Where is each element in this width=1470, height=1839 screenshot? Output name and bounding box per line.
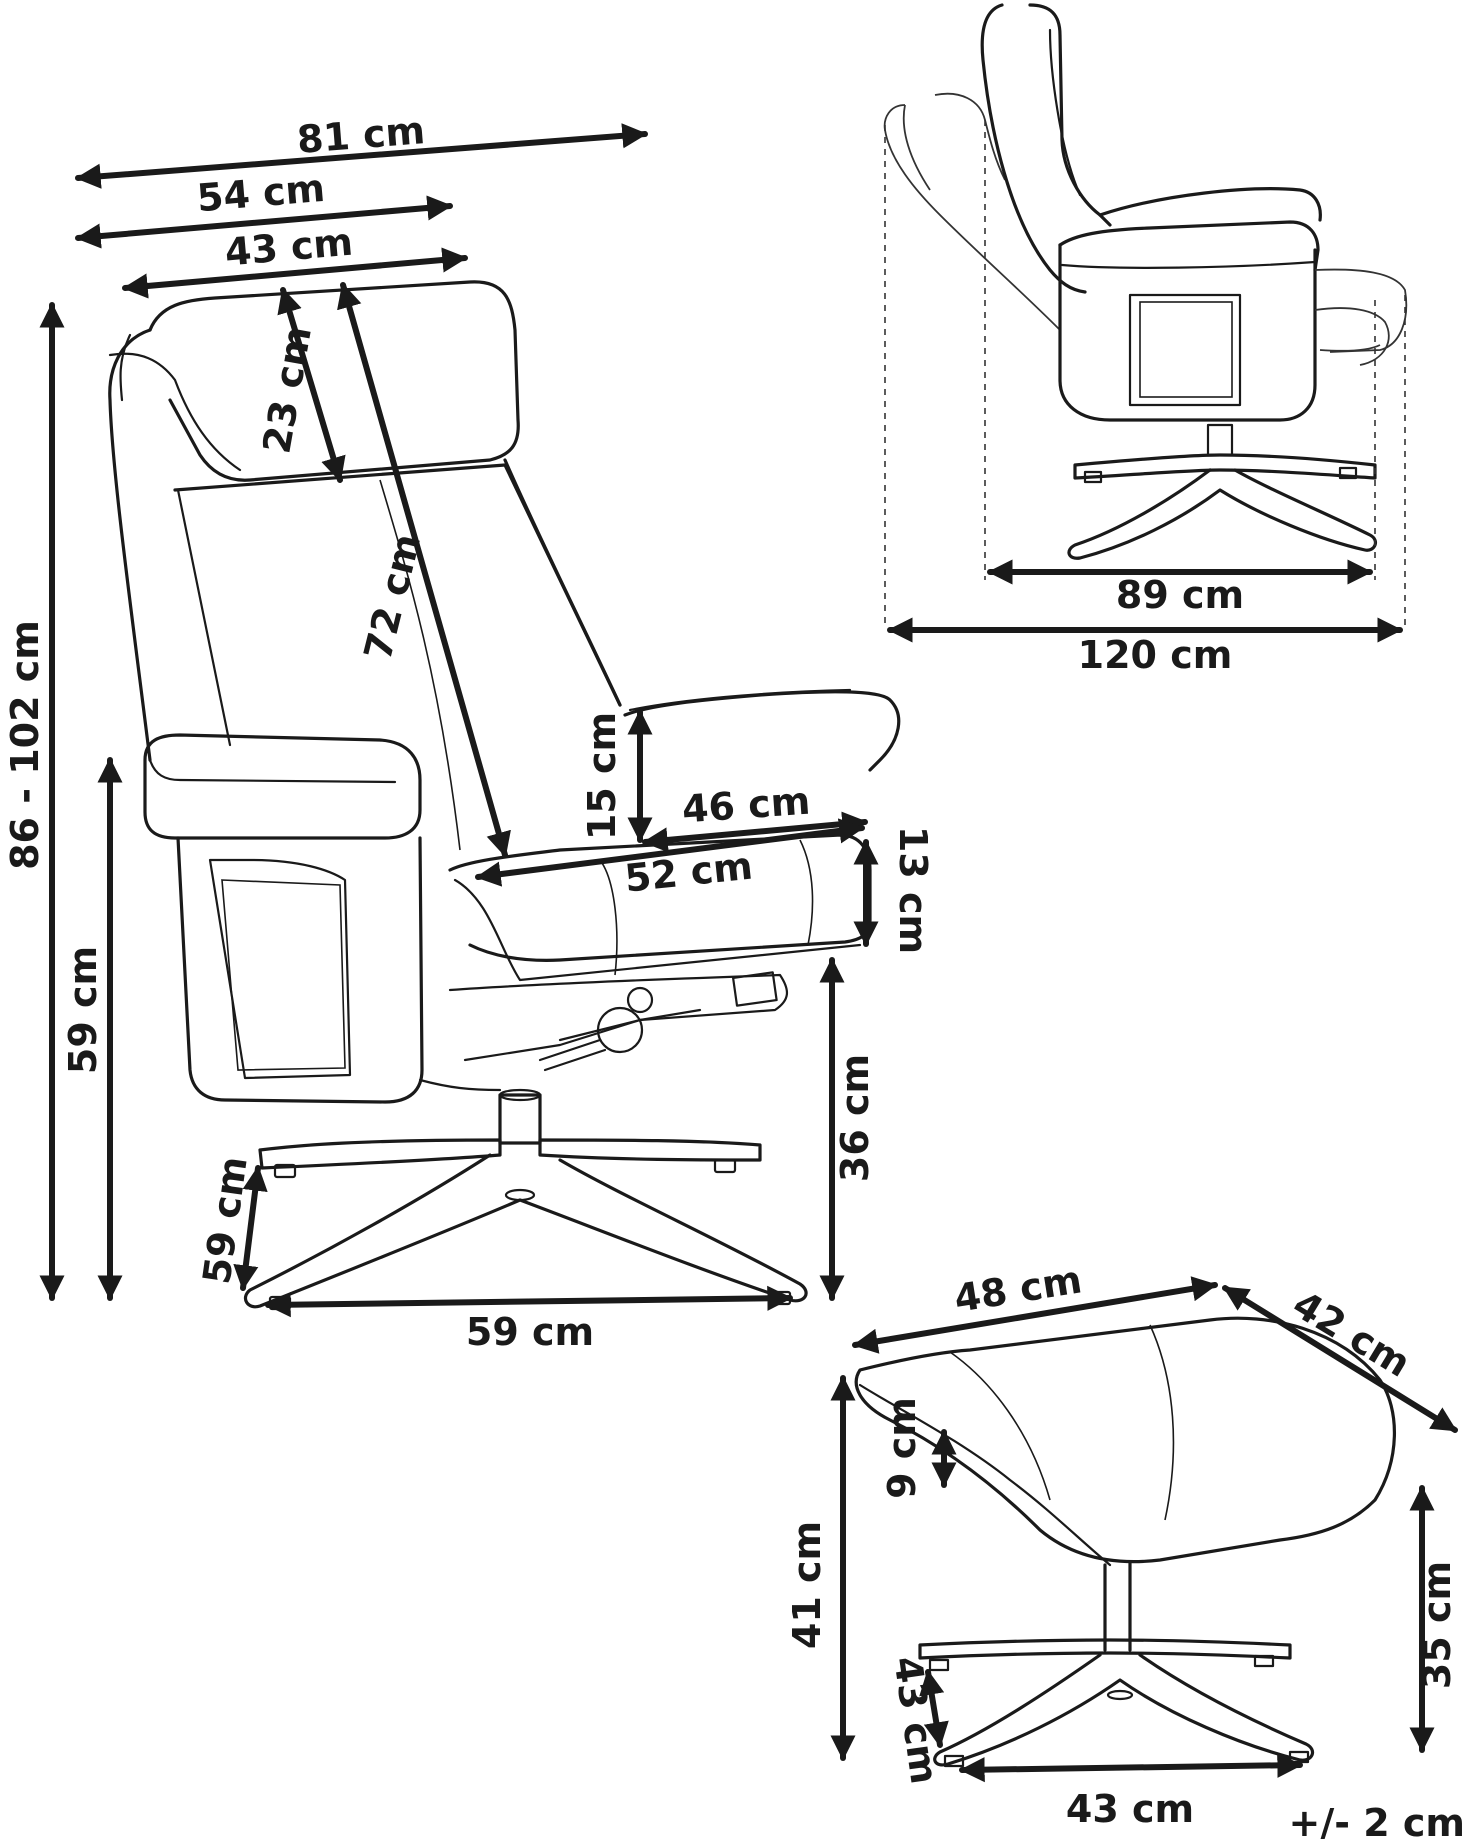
label-chair-width-mid: 54 cm [195,166,326,221]
ottoman-drawing [854,1316,1396,1768]
label-armrest-height: 59 cm [61,946,105,1074]
label-ottoman-total-height: 41 cm [785,1521,829,1649]
label-headrest-width: 43 cm [223,220,355,275]
arrow-59cm-base-depth [233,1165,268,1291]
label-reclined-depth-total: 120 cm [1078,633,1233,677]
arrow-43cm-ottoman-width [959,1752,1303,1783]
label-base-width: 59 cm [466,1310,594,1354]
label-ottoman-base-width: 43 cm [1066,1787,1194,1831]
arrow-23cm [277,287,346,483]
arrow-43cm-headrest [122,247,468,299]
arrow-54cm [75,195,453,249]
label-ottoman-cushion-thickness: 9 cm [880,1397,924,1499]
dimension-arrows [39,123,1458,1783]
label-ottoman-depth: 42 cm [1285,1282,1418,1386]
label-tolerance: +/- 2 cm [1288,1801,1465,1839]
arrow-42cm [1222,1285,1458,1433]
label-ottoman-base-depth: 43 cm [885,1654,946,1787]
arrow-59cm-base-width [265,1285,793,1318]
label-ottoman-height: 35 cm [1415,1561,1459,1689]
arrow-72cm [337,282,511,858]
label-seat-width: 46 cm [681,779,812,832]
label-back-above-seat: 15 cm [580,712,624,840]
arrow-43cm-ottoman-depth [919,1669,949,1748]
label-seat-cushion-thickness: 13 cm [891,826,935,954]
label-chair-width-total: 81 cm [295,108,426,162]
label-backrest-length: 72 cm [356,529,430,664]
label-reclined-depth: 89 cm [1116,573,1244,617]
reclined-side-view-drawing [883,3,1408,625]
arrow-81cm [75,123,648,189]
label-seat-height: 36 cm [833,1054,877,1182]
label-seat-depth: 52 cm [623,843,755,900]
arrow-48cm [852,1276,1218,1354]
arrow-52cm [475,818,865,887]
dimension-labels: 81 cm 54 cm 43 cm 23 cm 72 cm 86 - 102 c… [3,108,1465,1839]
label-total-height: 86 - 102 cm [3,620,47,870]
